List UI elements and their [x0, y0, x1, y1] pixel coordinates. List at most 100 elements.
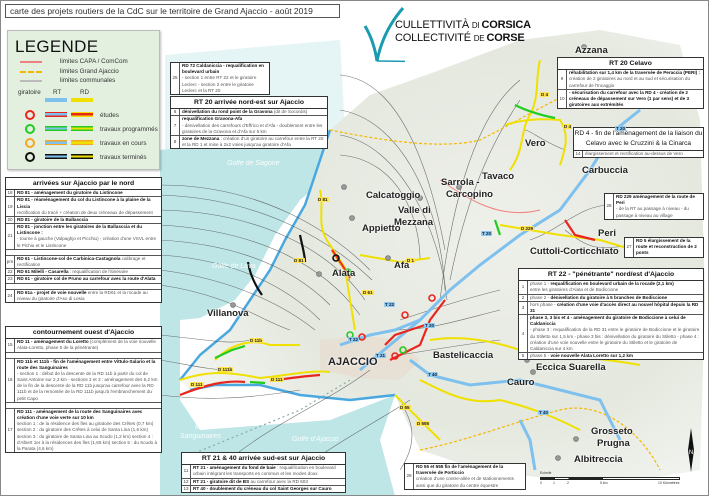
road-label: D 4: [540, 92, 550, 97]
legend-programmes-roundabout-icon: [25, 124, 35, 134]
place-label: Vero: [525, 138, 546, 149]
legend-communal-line-swatch: [20, 80, 42, 82]
legend-rt-swatch: [45, 98, 67, 102]
water-label: Sanguinaires: [180, 433, 221, 440]
legend-rd-swatch: [71, 98, 93, 102]
place-label: Bastelicaccia: [433, 350, 494, 361]
legend-en-cours-rd-swatch: [71, 140, 93, 145]
legend-programmes-rd-swatch: [71, 126, 93, 131]
place-label: Mezzana: [394, 217, 434, 228]
place-label: Afa: [394, 260, 410, 271]
table-title: RT 22 - "pénétrante" nord/est d'Ajaccio: [519, 269, 703, 282]
place-label: Peri: [598, 228, 616, 239]
place-label: Sarrola -: [441, 177, 480, 188]
place-label: Albitreccia: [574, 454, 623, 465]
legend-en-cours-rt-swatch: [45, 140, 67, 145]
legend-programmes-label: travaux programmés: [100, 126, 158, 133]
legend-en-cours-roundabout-icon: [25, 138, 35, 148]
table-title: RD 4 - fin de l'aménagement de la liaiso…: [574, 128, 703, 151]
legend-programmes-rt-swatch: [45, 126, 67, 131]
table-rt22-penetrante: RT 22 - "pénétrante" nord/est d'Ajaccio …: [518, 268, 704, 361]
road-label: D 81: [293, 258, 305, 263]
legend-etudes-roundabout-icon: [25, 110, 35, 120]
road-label: T 20: [481, 231, 493, 236]
table-rt21-40-sud-est: RT 21 & 40 arrivée sud-est sur Ajaccio 1…: [181, 452, 346, 493]
logo-line-french: COLLECTIVITÉ DE CORSE: [395, 32, 525, 44]
legend-grand-ajaccio-label: limites Grand Ajaccio: [60, 68, 119, 75]
legend-capa-label: limites CAPA / ComCom: [60, 58, 128, 65]
road-label: D 111: [190, 382, 204, 387]
place-label: Alata: [332, 268, 356, 279]
legend-grand-ajaccio-line-swatch: [20, 71, 42, 73]
legend-etudes-rt-swatch: [45, 112, 67, 117]
legend-termines-roundabout-icon: [25, 152, 35, 162]
legend-title: LEGENDE: [15, 37, 99, 56]
legend-col-rt: RT: [53, 89, 62, 96]
road-label: D 1: [406, 258, 416, 263]
place-label: Tavaco: [482, 171, 515, 182]
legend-en-cours-label: travaux en cours: [100, 140, 147, 147]
road-label: T 22: [384, 302, 396, 307]
road-label: D 111b: [217, 367, 234, 372]
table-row: 10- sécurisation du carrefour avec la RD…: [559, 89, 690, 109]
road-label: T 40: [427, 372, 439, 377]
road-label: D 229: [520, 226, 535, 231]
road-label: T 20: [615, 126, 627, 131]
north-arrow-icon: N: [688, 428, 694, 472]
road-label: D 55: [399, 405, 411, 410]
road-label: D 81: [317, 197, 329, 202]
road-label: D 111: [270, 377, 284, 382]
water-label: Golfe de Lava: [212, 263, 256, 270]
road-label: T 40: [538, 410, 550, 415]
logo-check-icon: [363, 7, 405, 63]
road-label: D 11b: [249, 338, 264, 343]
legend-etudes-label: études: [100, 112, 119, 119]
legend-termines-rt-swatch: [45, 154, 67, 159]
water-label: Iles: [195, 424, 206, 431]
water-label: Golfe d'Ajaccio: [292, 436, 339, 443]
road-label: D 4: [563, 124, 573, 129]
place-label: Prugna: [597, 438, 630, 449]
legend-termines-rd-swatch: [71, 154, 93, 159]
table-rd4-celavo-cruzzini: RD 4 - fin de l'aménagement de la liaiso…: [573, 127, 704, 158]
place-label: Carcopino: [446, 189, 493, 200]
table-title: RT 20 Celavo: [558, 58, 703, 71]
legend-etudes-rd-swatch: [71, 112, 93, 117]
legend-capa-line-swatch: [20, 61, 42, 63]
place-label: Calcatoggio: [366, 190, 421, 201]
road-label: T 22: [348, 337, 360, 342]
map-title: carte des projets routiers de la CdC sur…: [5, 4, 340, 18]
road-label: D 555: [416, 421, 431, 426]
water-label: Golfe de Sagone: [227, 160, 280, 167]
